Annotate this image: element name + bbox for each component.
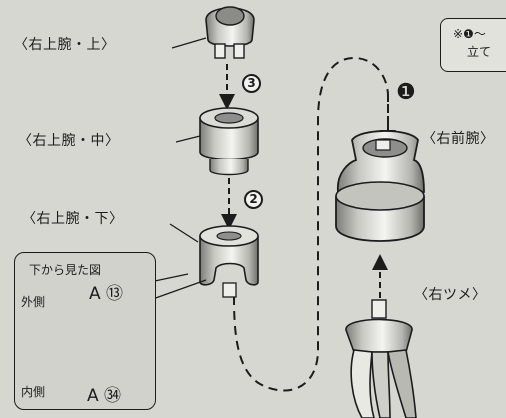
note-line-1: ※❶～ bbox=[453, 27, 486, 41]
part-upper-arm-mid bbox=[199, 107, 259, 176]
inset-part-top: A ⑬ bbox=[89, 284, 124, 304]
note-line-2: 立て bbox=[467, 45, 492, 59]
part-upper-arm-bottom bbox=[199, 225, 259, 298]
step-3-marker: 3 bbox=[242, 74, 261, 93]
inset-outer-label: 外側 bbox=[21, 295, 46, 309]
step-1-marker: ❶ bbox=[396, 80, 417, 105]
leader-upper-arm-mid bbox=[175, 135, 201, 143]
label-upper-arm-top: 〈右上腕・上〉 bbox=[14, 37, 116, 53]
dashed-connection-loop bbox=[233, 56, 389, 392]
leader-inset bbox=[149, 273, 207, 301]
label-forearm: 〈右前腕〉 bbox=[422, 131, 495, 147]
leader-upper-arm-top bbox=[171, 37, 207, 49]
note-box: ※❶～ 立て bbox=[440, 18, 506, 72]
inset-part-bottom: A ㉞ bbox=[87, 386, 122, 406]
bottom-view-inset: 下から見た図 外側 A ⑬ 内側 A ㉞ bbox=[14, 252, 156, 410]
label-upper-arm-bottom: 〈右上腕・下〉 bbox=[22, 211, 124, 227]
step-2-marker: 2 bbox=[244, 190, 263, 209]
part-upper-arm-top bbox=[205, 6, 255, 59]
label-claw: 〈右ツメ〉 bbox=[414, 287, 487, 303]
label-upper-arm-mid: 〈右上腕・中〉 bbox=[18, 133, 120, 149]
inset-title: 下から見た図 bbox=[29, 263, 102, 277]
part-forearm bbox=[335, 130, 425, 242]
inset-inner-label: 内側 bbox=[21, 385, 46, 399]
part-claw bbox=[345, 299, 417, 418]
leader-upper-arm-bottom bbox=[169, 223, 199, 243]
